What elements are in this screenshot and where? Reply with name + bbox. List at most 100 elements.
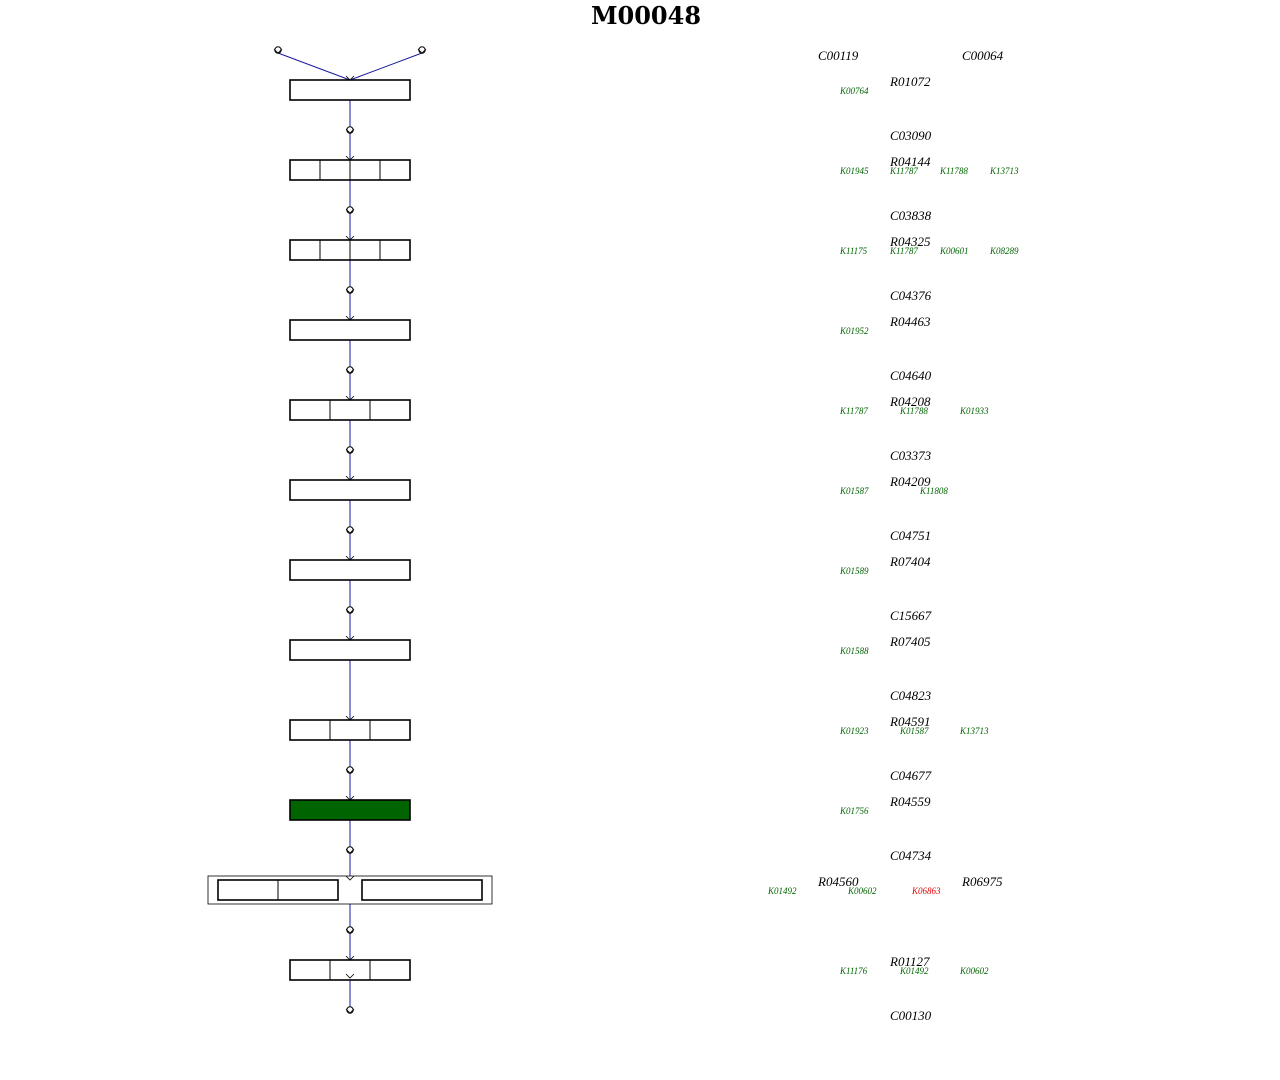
trunk-arrow [345,973,355,979]
ko-label-K00601: K00601 [939,246,969,256]
reaction-label-R04463: R04463 [889,314,931,329]
compound-label-C03090: C03090 [890,128,932,143]
ko-label-K01945: K01945 [839,166,869,176]
reaction-box-R07405 [289,639,411,661]
start-node-left [274,46,282,54]
compound-node-7 [346,606,354,614]
ko-label-K11175: K11175 [839,246,868,256]
edge-start-right [349,52,423,81]
compound-label-C04751: C04751 [890,528,931,543]
box-body [289,79,411,101]
ko-label-K01589: K01589 [839,566,869,576]
ko-label-K01587: K01587 [899,726,929,736]
arrow-into-R04560 [345,875,355,881]
compound-node-10-arrow [345,848,355,854]
box-right [361,879,483,901]
compound-node-1-arrow [345,128,355,134]
ko-label-K01587: K01587 [839,486,869,496]
reaction-box-R04559 [289,799,411,821]
compound-node-2-arrow [345,208,355,214]
ko-label-K11788: K11788 [939,166,968,176]
compound-label-C03838: C03838 [890,208,932,223]
compound-node-3 [346,286,354,294]
reaction-label-R04208: R04208 [889,394,931,409]
compound-node-6 [346,526,354,534]
reaction-label-R04591: R04591 [889,714,930,729]
reaction-boxes [207,75,493,981]
compound-label-C04640: C04640 [890,368,932,383]
reaction-box-R04144 [289,159,411,181]
arrow-into-R04591 [345,715,355,721]
ko-label-K11176: K11176 [839,966,868,976]
compound-node-1 [346,126,354,134]
arrow-into-R07405 [345,635,355,641]
compound-node-4-arrow [345,368,355,374]
arrow-into-R01127 [345,955,355,961]
compound-nodes [273,46,427,1014]
start-node-right-arrow [417,48,427,54]
reaction-label-R01072: R01072 [889,74,931,89]
ko-label-K01952: K01952 [839,326,869,336]
compound-label-C00130: C00130 [890,1008,932,1023]
compound-label-C04677: C04677 [890,768,932,783]
ko-label-K11787: K11787 [839,406,868,416]
ko-label-K00602: K00602 [959,966,989,976]
compound-node-4 [346,366,354,374]
ko-label-K01756: K01756 [839,806,869,816]
reaction-label-R01127: R01127 [889,954,930,969]
box-body [289,959,411,981]
ko-label-K11788: K11788 [899,406,928,416]
box-body [289,639,411,661]
ko-label-K01492: K01492 [767,886,797,896]
compound-node-5 [346,446,354,454]
box-body [289,799,411,821]
start-node-left-arrow [273,48,283,54]
arrow-into-R04463 [345,315,355,321]
compound-node-2 [346,206,354,214]
box-body [289,319,411,341]
compound-label-C04823: C04823 [890,688,932,703]
box-body [289,559,411,581]
arrow-into-R04208 [345,395,355,401]
start-node-right [418,46,426,54]
reaction-label-R04325: R04325 [889,234,931,249]
compound-node-11-arrow [345,928,355,934]
reaction-label-R07405: R07405 [889,634,931,649]
reaction-box-R04209 [289,479,411,501]
reaction-box-R04591 [289,719,411,741]
ko-label-K08289: K08289 [989,246,1019,256]
edge-start-left [277,52,351,81]
ko-label-K01933: K01933 [959,406,989,416]
reaction-label-R07404: R07404 [889,554,931,569]
box-body [289,399,411,421]
reaction-label-R04560: R04560 [817,874,859,889]
reaction-box-R04463 [289,319,411,341]
reaction-label-R06975: R06975 [961,874,1003,889]
reaction-box-R04325 [289,239,411,261]
ko-label-K06863: K06863 [911,886,941,896]
reaction-box-R01072 [289,79,411,101]
reaction-box-R01127 [289,959,411,981]
compound-node-3-arrow [345,288,355,294]
compound-label-C15667: C15667 [890,608,932,623]
ko-label-K13713: K13713 [959,726,989,736]
ko-label-K11787: K11787 [889,246,918,256]
ko-label-K00764: K00764 [839,86,869,96]
compound-node-9 [346,766,354,774]
compound-node-5-arrow [345,448,355,454]
ko-label-K13713: K13713 [989,166,1019,176]
arrow-into-R01072 [345,75,355,81]
module-title: M00048 [591,1,701,30]
compound-label-C03373: C03373 [890,448,932,463]
reaction-label-R04209: R04209 [889,474,931,489]
arrow-into-R04209 [345,475,355,481]
reaction-box-R07404 [289,559,411,581]
ko-label-K01492: K01492 [899,966,929,976]
ko-label-K01923: K01923 [839,726,869,736]
reaction-label-R04559: R04559 [889,794,931,809]
reaction-box-R04560 [207,875,493,905]
arrow-into-R07404 [345,555,355,561]
compound-node-10 [346,846,354,854]
